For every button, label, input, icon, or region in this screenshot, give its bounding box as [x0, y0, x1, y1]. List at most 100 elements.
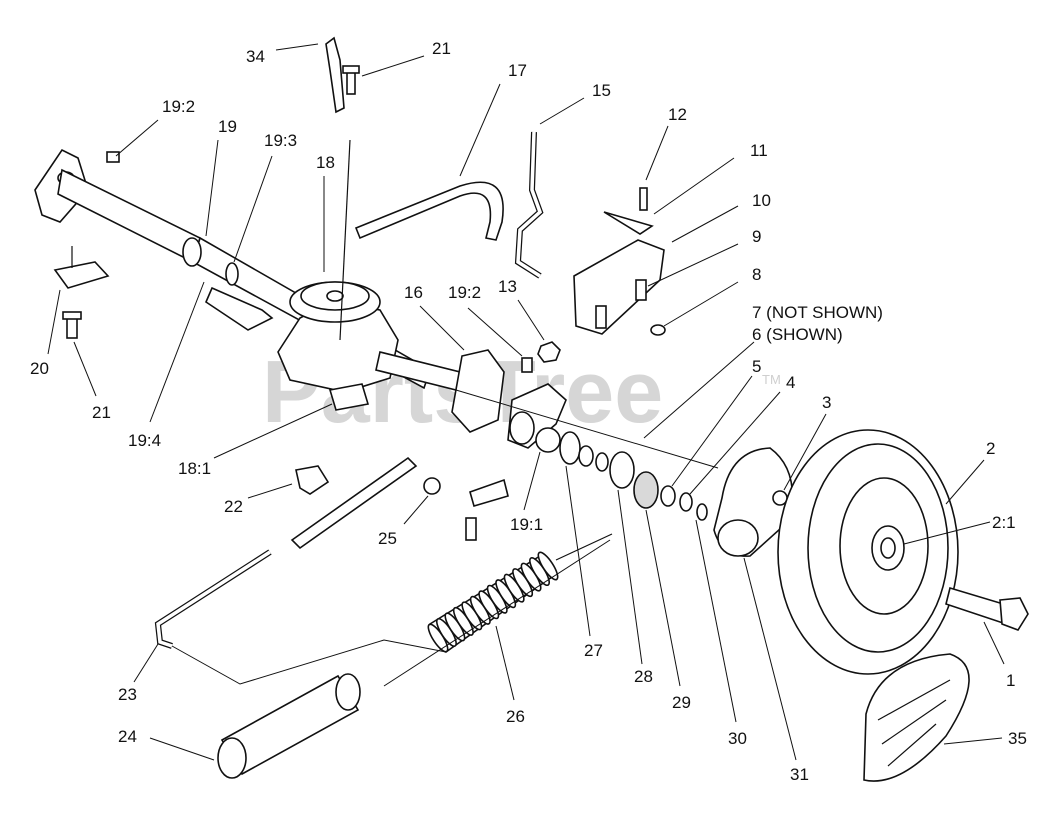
bracket-18-1	[328, 383, 370, 411]
callout-13: 13	[498, 277, 517, 296]
callout-19-3: 19:3	[264, 131, 297, 150]
callout-3: 3	[822, 393, 831, 412]
callout-2: 2	[986, 439, 995, 458]
clip-28a	[595, 452, 609, 472]
handle-24	[217, 673, 361, 779]
callout-35: 35	[1008, 729, 1027, 748]
bracket-10-slot	[595, 305, 607, 329]
callout-1: 1	[1006, 671, 1015, 690]
bolt-21-top	[346, 71, 356, 95]
lever-34-body	[325, 36, 345, 114]
bolt-21-top-head	[342, 65, 360, 74]
clip-30	[696, 503, 708, 521]
gear-29	[633, 471, 659, 509]
guide-shaft	[455, 389, 719, 469]
bolt-21-lower	[66, 317, 78, 339]
callout-31: 31	[790, 765, 809, 784]
callout-19-2-left: 19:2	[162, 97, 195, 116]
clip-22	[295, 465, 330, 495]
callout-19-4: 19:4	[128, 431, 161, 450]
handle-24-cap	[335, 673, 361, 711]
spring-coil	[537, 551, 559, 581]
callout-26: 26	[506, 707, 525, 726]
callout-34: 34	[246, 47, 265, 66]
pulley-hub	[326, 290, 344, 302]
callout-9: 9	[752, 227, 761, 246]
callout-24: 24	[118, 727, 137, 746]
callout-15: 15	[592, 81, 611, 100]
washer-4	[679, 492, 693, 512]
hub-31-boss	[717, 519, 759, 557]
rod-23	[154, 549, 272, 649]
hub-31	[713, 447, 794, 557]
axle-bracket	[205, 286, 274, 331]
hubcap-rib-1	[877, 679, 951, 721]
callout-21-top: 21	[432, 39, 451, 58]
callout-12: 12	[668, 105, 687, 124]
callout-29: 29	[672, 693, 691, 712]
callout-10: 10	[752, 191, 771, 210]
spring-hook	[555, 533, 613, 561]
bearing-28	[609, 451, 635, 489]
spacer-19-1	[535, 427, 561, 453]
bolt-lower	[465, 517, 477, 541]
leader-lines	[47, 43, 1005, 761]
plate-6-hub	[509, 411, 535, 445]
callout-8: 8	[752, 265, 761, 284]
callout-18-1: 18:1	[178, 459, 211, 478]
callout-19: 19	[218, 117, 237, 136]
callout-7: 7 (NOT SHOWN)	[752, 303, 883, 322]
callout-19-1: 19:1	[510, 515, 543, 534]
callout-11: 11	[750, 141, 768, 160]
bolt-19-2-right	[521, 357, 533, 373]
callout-21-lower: 21	[92, 403, 111, 422]
washer-27	[559, 431, 581, 465]
clip-11	[603, 211, 654, 235]
screw-12	[639, 187, 648, 211]
callout-2-1: 2:1	[992, 513, 1016, 532]
bushing-19-4	[182, 237, 202, 267]
bolt-21-lower-head	[62, 311, 82, 320]
guide-lower	[171, 639, 447, 685]
rod-15-inner	[516, 131, 543, 278]
transmission-guide	[339, 139, 351, 341]
bushing-19-3	[225, 262, 239, 286]
transmission-18	[277, 139, 461, 411]
lever-34	[325, 36, 360, 114]
washer-5	[660, 485, 676, 507]
wheel-2	[777, 429, 959, 675]
plate-16	[451, 349, 505, 433]
callout-6: 6 (SHOWN)	[752, 325, 843, 344]
callout-5: 5	[752, 357, 761, 376]
belt-guide-17	[354, 181, 504, 241]
washer-8	[650, 324, 666, 336]
callout-27: 27	[584, 641, 603, 660]
bracket-20	[53, 261, 110, 289]
ring-27b	[578, 445, 594, 467]
shoulder-bolt-head	[999, 597, 1029, 631]
callout-18: 18	[316, 153, 335, 172]
callout-4: 4	[786, 373, 795, 392]
handle-24-end	[217, 737, 247, 779]
callout-17: 17	[508, 61, 527, 80]
callout-16: 16	[404, 283, 423, 302]
bracket-20-group	[53, 246, 110, 339]
bolt-19-2-left	[106, 151, 120, 163]
wheel-center	[880, 537, 896, 559]
e-ring-25	[423, 477, 441, 495]
hubcap-rib-2	[881, 699, 947, 745]
callout-25: 25	[378, 529, 397, 548]
hubcap-rib-3	[887, 723, 937, 767]
callout-20: 20	[30, 359, 49, 378]
hubcap-35	[863, 653, 970, 782]
control-rod	[290, 456, 418, 550]
bracket-10-group	[573, 187, 666, 336]
bracket-small	[469, 478, 509, 507]
guide-spring	[383, 539, 611, 687]
spring-26	[427, 533, 613, 654]
callout-23: 23	[118, 685, 137, 704]
rod-23-inner	[156, 550, 271, 648]
bolt-9	[635, 279, 647, 301]
axle-tube	[57, 168, 201, 264]
